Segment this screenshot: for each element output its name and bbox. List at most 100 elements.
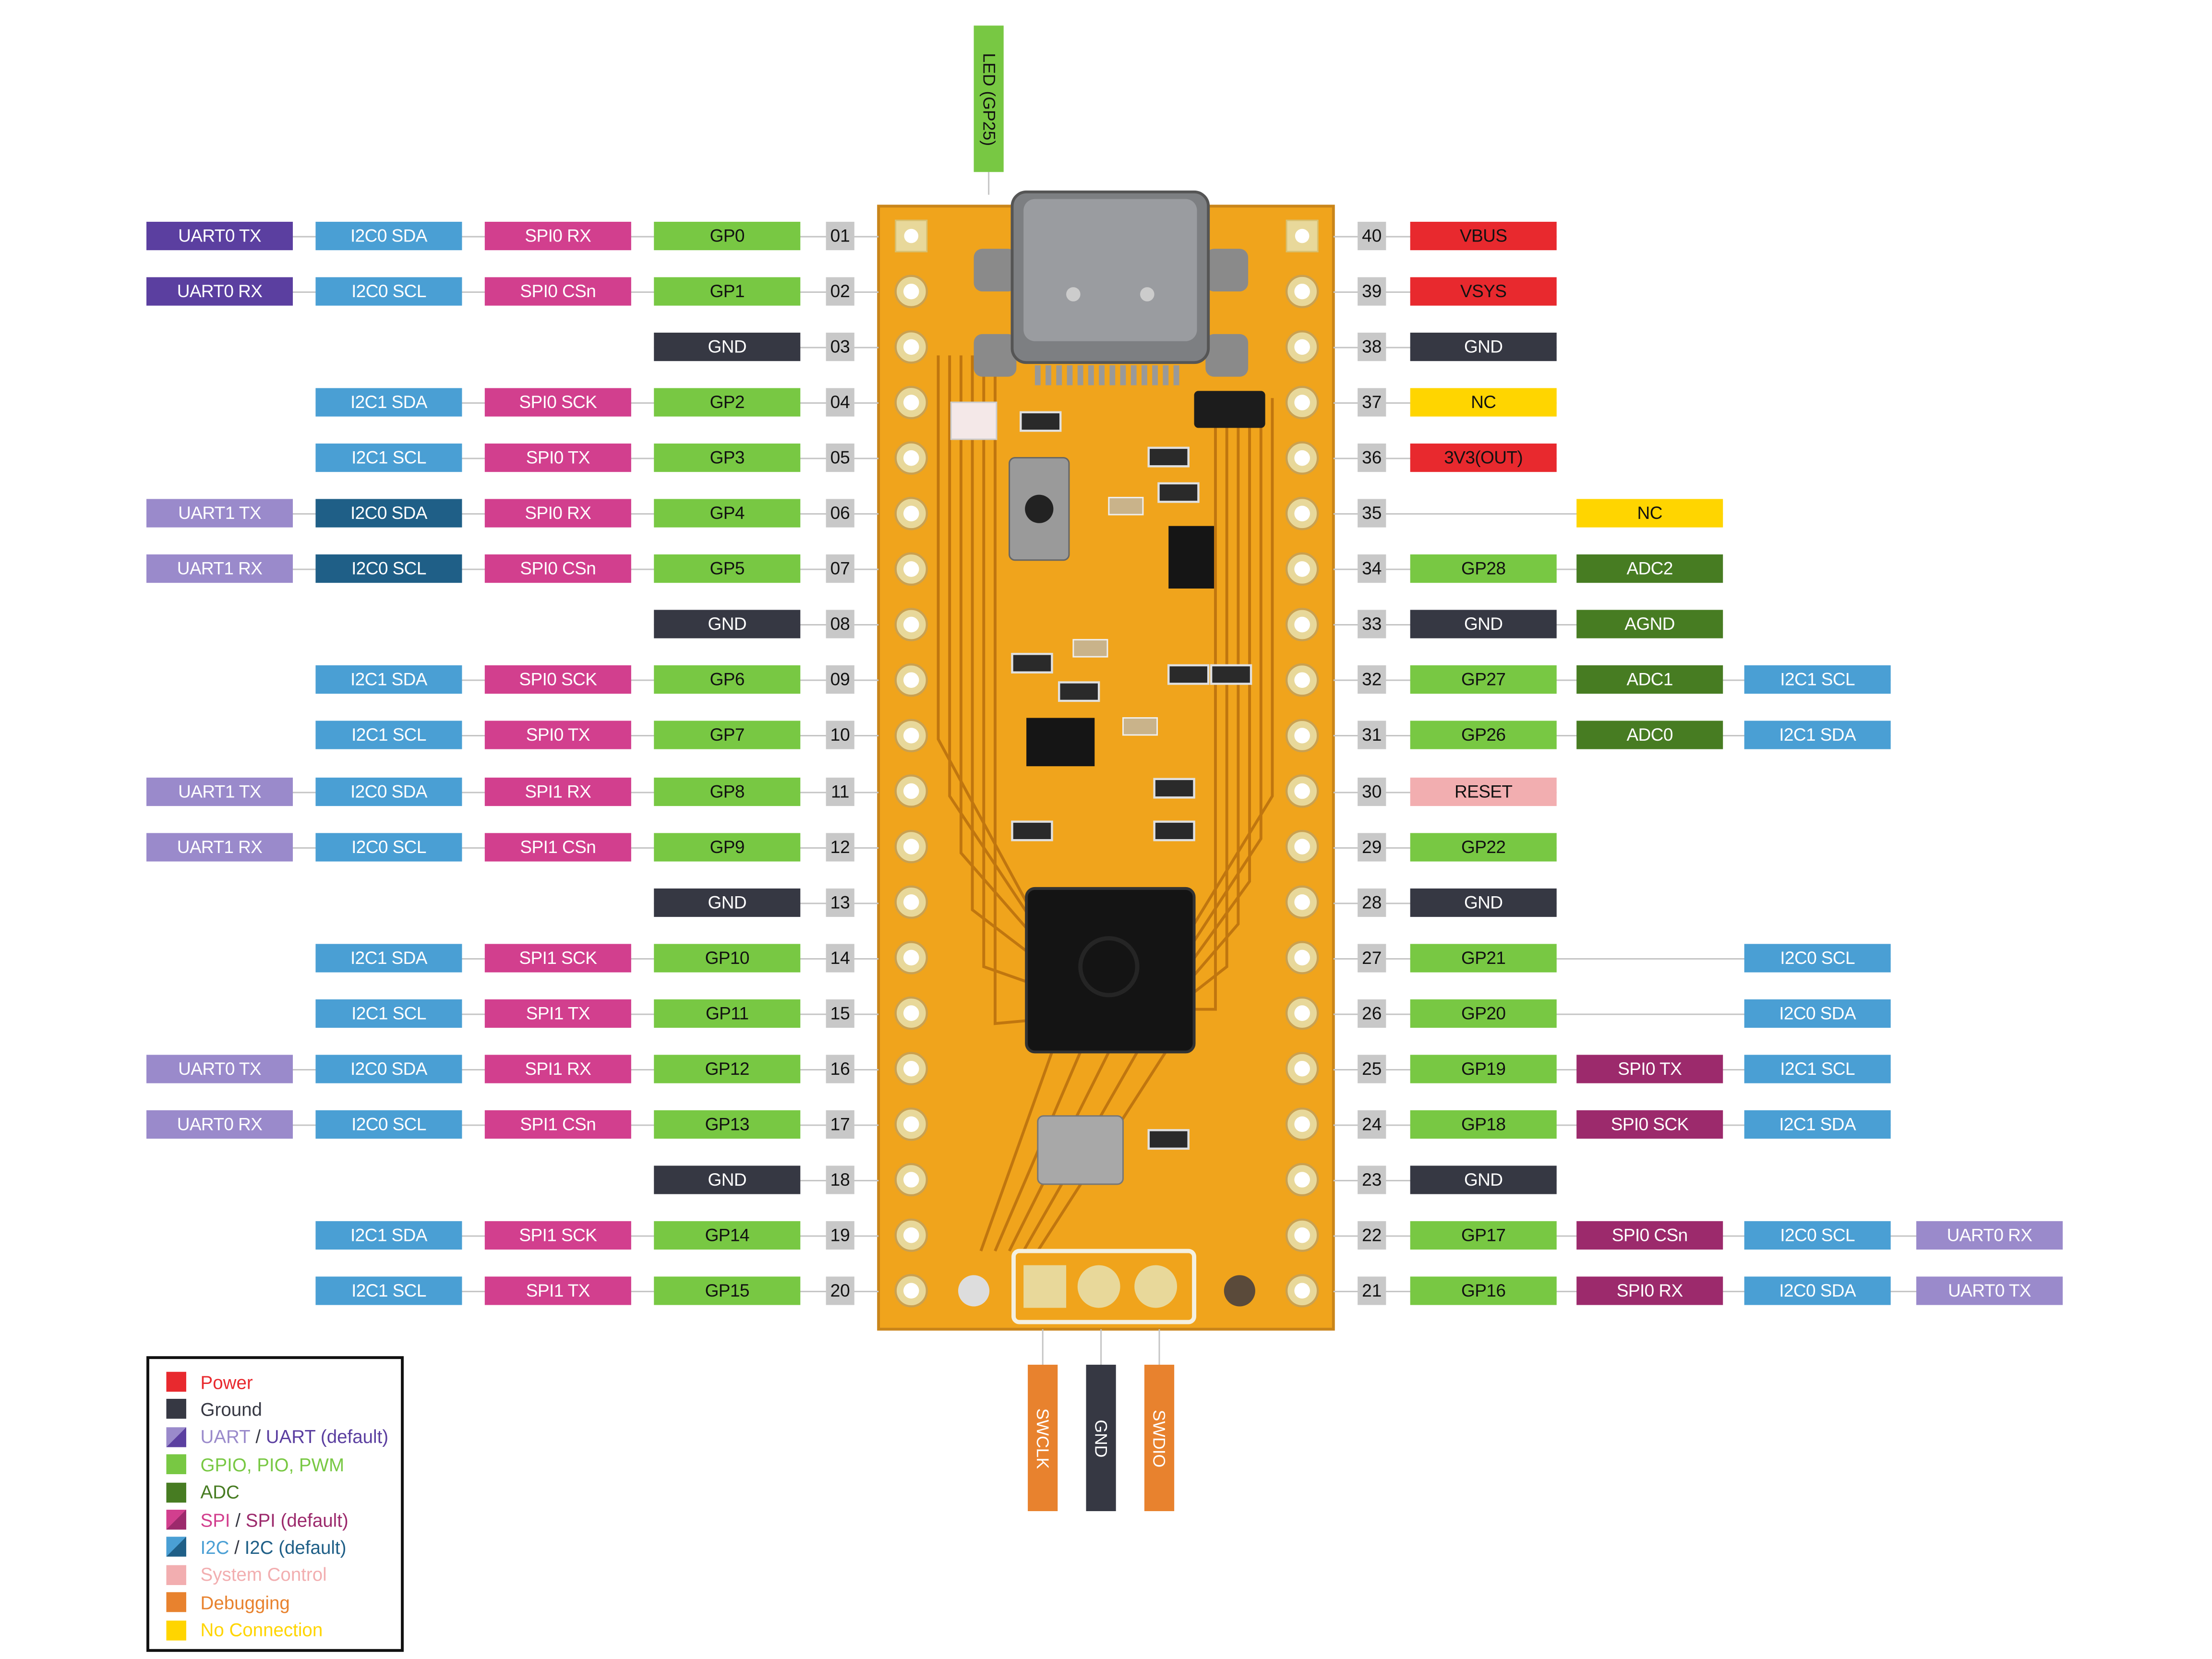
pin-number: 25 [1358, 1054, 1386, 1083]
usb-pin [1099, 365, 1105, 385]
legend-item: Debugging [166, 1591, 290, 1613]
pcb-trace [979, 1051, 1054, 1252]
mount-hole [958, 1275, 990, 1307]
legend-label: SPI [200, 1509, 230, 1530]
pin-function-label: SPI0 RX [484, 221, 631, 251]
pin-function-label: ADC2 [1576, 554, 1723, 584]
pin-function-label: SPI1 CSn [484, 832, 631, 861]
pin-number: 19 [826, 1221, 854, 1250]
pin-function-label: GP17 [1410, 1221, 1557, 1250]
connector-line [1333, 513, 1723, 515]
regulator-u3 [1168, 526, 1214, 589]
pin-hole [903, 561, 919, 577]
pin-hole [1294, 450, 1310, 466]
legend-item: Ground [166, 1398, 262, 1420]
legend-label: ADC [200, 1481, 240, 1503]
pin-function-label: GP16 [1410, 1276, 1557, 1305]
pin-function-label: NC [1410, 388, 1557, 417]
pin-hole [1294, 1005, 1310, 1021]
legend-swatch [166, 1427, 186, 1447]
legend-item: System Control [166, 1563, 327, 1586]
pin-function-label: ADC1 [1576, 666, 1723, 695]
pin-function-label: UART1 TX [146, 499, 293, 528]
smd-component [1020, 411, 1062, 432]
pin-number: 09 [826, 666, 854, 695]
pin-function-label: GP5 [654, 554, 801, 584]
pin-hole [903, 283, 919, 300]
rp2040-chip [1025, 887, 1196, 1054]
pin-function-label: I2C0 SDA [1744, 998, 1891, 1028]
capacitor [1108, 497, 1144, 516]
pin-function-label: I2C1 SCL [315, 721, 462, 750]
mount-hole [1224, 1275, 1255, 1307]
pin-function-label: GND [654, 610, 801, 639]
legend-label: Power [200, 1371, 253, 1393]
usb-pin [1056, 365, 1062, 385]
pin-number: 23 [1358, 1165, 1386, 1194]
pin-function-label: GP9 [654, 832, 801, 861]
pin-hole [903, 1116, 919, 1132]
pin-function-label: I2C0 SDA [1744, 1276, 1891, 1305]
pin-number: 32 [1358, 666, 1386, 695]
pin-hole [1294, 1060, 1310, 1077]
pin-number: 04 [826, 388, 854, 417]
pin-function-label: VBUS [1410, 221, 1557, 251]
pin-function-label: ADC0 [1576, 721, 1723, 750]
smd-component [1011, 820, 1053, 842]
connector-line [1100, 1329, 1102, 1365]
pcb-trace [959, 355, 1049, 954]
pin-function-label: SPI1 CSn [484, 1110, 631, 1139]
legend-item: UART / UART (default) [166, 1426, 388, 1448]
pin-number: 21 [1358, 1276, 1386, 1305]
pin-hole [1294, 839, 1310, 854]
pin-number: 08 [826, 610, 854, 639]
pin-hole [1294, 1172, 1310, 1188]
pin-hole [903, 1172, 919, 1188]
pin-function-label: SPI0 TX [484, 721, 631, 750]
pin-number: 30 [1358, 777, 1386, 805]
pin-hole [903, 505, 919, 522]
pin-function-label: SPI0 SCK [484, 388, 631, 417]
pin-function-label: SPI0 CSn [484, 554, 631, 584]
pin-function-label: SPI0 RX [484, 499, 631, 528]
legend-label: I2C [200, 1536, 229, 1558]
pin-function-label: UART0 TX [146, 221, 293, 251]
legend-label: / [250, 1426, 266, 1448]
pin-function-label: GP8 [654, 777, 801, 805]
usb-pin [1109, 365, 1116, 385]
pin-number: 40 [1358, 221, 1386, 251]
pin-number: 29 [1358, 832, 1386, 861]
debug-pin-label: GND [1086, 1364, 1116, 1511]
pcb-trace [1194, 398, 1217, 1011]
smd-component [1153, 778, 1195, 799]
diode-d1 [1194, 391, 1265, 428]
pin-function-label: RESET [1410, 777, 1557, 805]
pin-function-label: SPI0 CSn [1576, 1221, 1723, 1250]
smd-component [1011, 653, 1053, 673]
pin-number: 01 [826, 221, 854, 251]
pcb-trace [1193, 398, 1251, 959]
pin-function-label: SPI1 SCK [484, 1221, 631, 1250]
pin-hole [1294, 505, 1310, 522]
pin-function-label: VSYS [1410, 277, 1557, 306]
pin-function-label: I2C0 SDA [315, 499, 462, 528]
legend-swatch [166, 1592, 186, 1612]
pin-number: 13 [826, 888, 854, 916]
pin-hole [903, 672, 919, 688]
usb-pin [1163, 365, 1169, 385]
pin-function-label: I2C1 SDA [1744, 1110, 1891, 1139]
pin-number: 38 [1358, 333, 1386, 361]
pin-function-label: GP0 [654, 221, 801, 251]
pin-function-label: GND [1410, 1165, 1557, 1194]
pin-function-label: UART0 RX [146, 277, 293, 306]
pin-hole [903, 616, 919, 633]
pin-hole [1294, 1227, 1310, 1243]
pin-hole [903, 339, 919, 355]
pcb-trace [1193, 398, 1228, 994]
pin-hole [903, 395, 919, 410]
legend-label: / [229, 1536, 245, 1558]
pin-function-label: GP1 [654, 277, 801, 306]
pin-hole [1294, 894, 1310, 910]
pin-number: 15 [826, 998, 854, 1028]
